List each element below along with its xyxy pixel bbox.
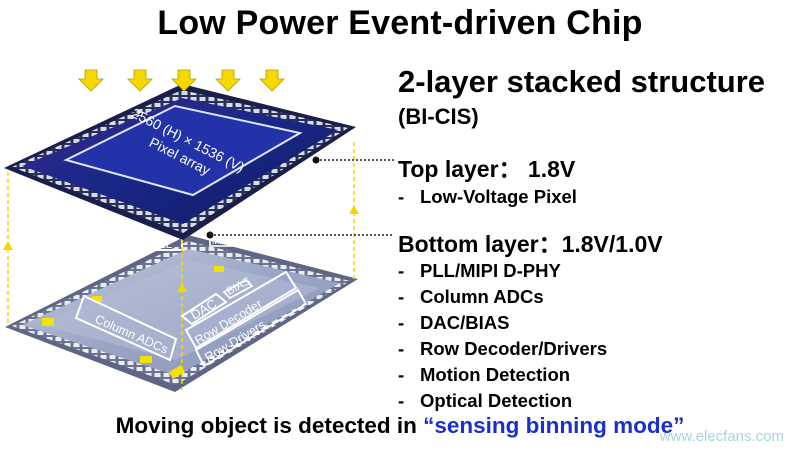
top-die: 2560 (H) × 1536 (V) Pixel array (4, 84, 356, 240)
row-decoder-block (184, 270, 298, 350)
dac-block (180, 292, 228, 326)
list-item: -Optical Detection (398, 390, 573, 411)
leader-lines (206, 156, 394, 239)
watermark: www.elecfans.com (659, 428, 784, 445)
list-item: -DAC/BIAS (398, 312, 510, 333)
structure-heading: 2-layer stacked structure (398, 64, 766, 99)
mipi-label: MIPI (212, 236, 231, 246)
alignment-lines (7, 142, 355, 390)
pll-label: PLL (151, 237, 173, 251)
bottom-layer-title: Bottom layer：1.8V/1.0V (398, 231, 663, 257)
list-item: -PLL/MIPI D-PHY (398, 260, 561, 281)
yellow-blocks (42, 266, 224, 379)
bottom-layer-items: -PLL/MIPI D-PHY -Column ADCs -DAC/BIAS -… (398, 258, 607, 414)
arrow-icon (215, 69, 241, 92)
caption: Moving object is detected in “sensing bi… (0, 413, 800, 439)
list-item: -Low-Voltage Pixel (398, 186, 577, 207)
top-layer-title: Top layer： 1.8V (398, 156, 576, 182)
list-item: -Row Decoder/Drivers (398, 338, 608, 359)
slide-title: Low Power Event-driven Chip (157, 4, 643, 42)
arrow-icon (171, 69, 197, 92)
list-item: -Column ADCs (398, 286, 544, 307)
pixel-array (63, 104, 303, 197)
caption-text: Moving object is detected in (115, 413, 424, 438)
column-adcs-block (74, 294, 178, 362)
arrow-icon (78, 69, 104, 92)
arrow-icon (127, 69, 153, 92)
mipi-block (209, 233, 239, 247)
arrow-icon (259, 69, 285, 92)
row-drivers-block (194, 288, 308, 368)
top-layer-items: -Low-Voltage Pixel (398, 184, 577, 210)
list-item: -Motion Detection (398, 364, 571, 385)
caption-highlight: “sensing binning mode” (423, 413, 685, 438)
alignment-arrowheads (3, 205, 359, 292)
bias-block (222, 278, 254, 300)
structure-subheading: (BI-CIS) (398, 104, 479, 129)
light-arrows (78, 69, 285, 92)
